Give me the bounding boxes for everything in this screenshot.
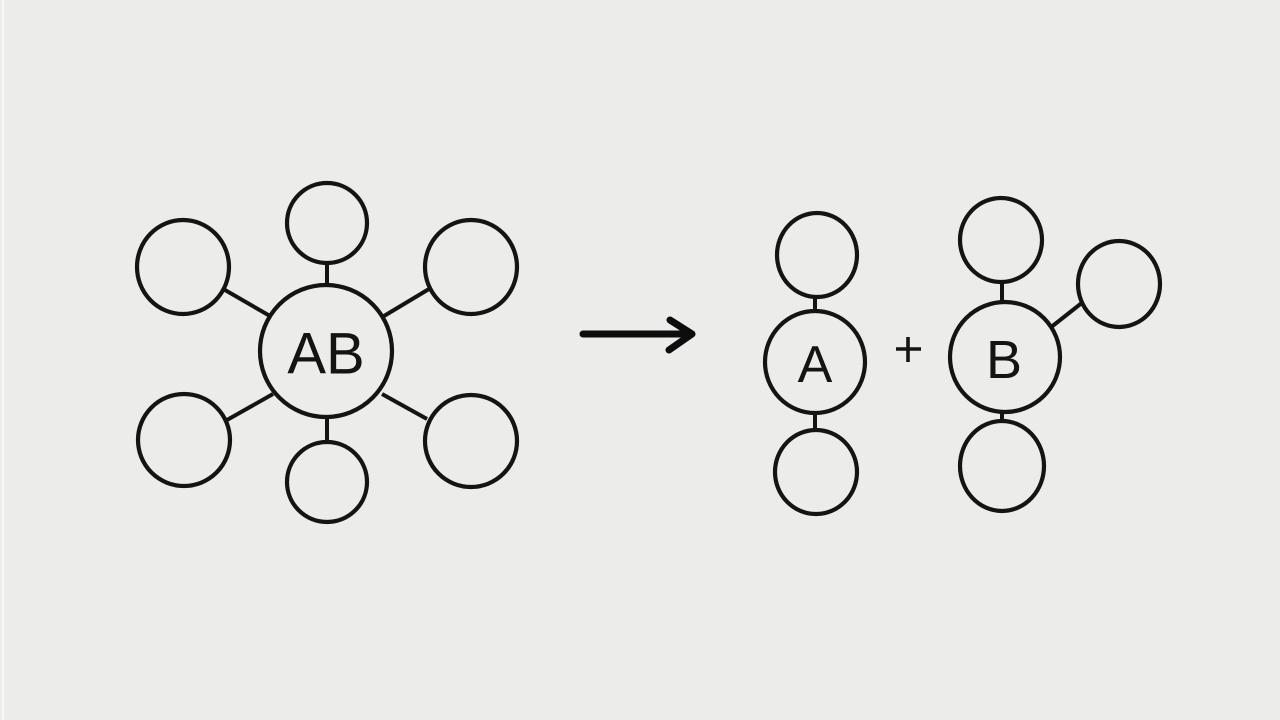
center-node-ab bbox=[257, 282, 395, 420]
fragment-b-node-bottom bbox=[957, 418, 1047, 514]
fragment-a: A bbox=[762, 210, 868, 517]
center-node-b bbox=[947, 299, 1063, 415]
fragment-b: B bbox=[947, 195, 1163, 514]
center-node-b-label: B bbox=[986, 330, 1022, 390]
left-edge-highlight bbox=[2, 0, 4, 720]
reaction-arrow bbox=[579, 316, 696, 354]
fragment-a-node-bottom bbox=[772, 427, 860, 517]
ab-complex: AB bbox=[134, 180, 520, 525]
peripheral-node-bottom bbox=[284, 439, 370, 525]
peripheral-node-bottom-right bbox=[422, 392, 520, 490]
peripheral-node-top bbox=[284, 180, 370, 266]
peripheral-node-bottom-left bbox=[135, 391, 233, 489]
fragment-a-node-top bbox=[774, 210, 860, 300]
plus-operator bbox=[896, 337, 921, 362]
fragment-b-node-top bbox=[957, 195, 1045, 285]
arrow-right-icon bbox=[579, 316, 696, 354]
center-node-ab-label: AB bbox=[287, 322, 364, 387]
bond-ab-top-left bbox=[223, 288, 272, 318]
peripheral-node-top-right bbox=[422, 217, 520, 317]
bond-ab-bottom-left bbox=[226, 392, 274, 422]
bond-b-right bbox=[1048, 300, 1085, 330]
center-node-a bbox=[762, 308, 868, 416]
center-node-a-label: A bbox=[798, 336, 833, 394]
bond-ab-top-right bbox=[382, 287, 431, 318]
fragment-b-node-right bbox=[1075, 238, 1163, 330]
peripheral-node-top-left bbox=[134, 217, 232, 317]
bond-ab-bottom-right bbox=[381, 392, 428, 421]
